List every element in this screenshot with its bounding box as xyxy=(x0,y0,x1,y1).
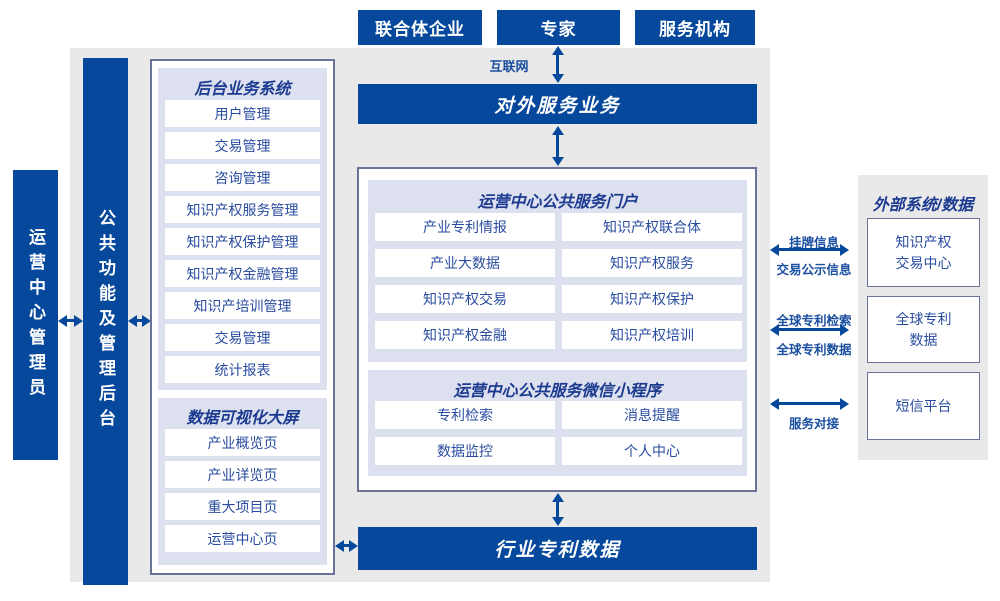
portal-item: 产业大数据 xyxy=(375,249,555,277)
backend-item: 知识产权服务管理 xyxy=(165,196,320,223)
backend-item: 交易管理 xyxy=(165,324,320,351)
top-actor-label: 专家 xyxy=(540,20,577,39)
backend-item-label: 交易管理 xyxy=(214,137,271,154)
arrow-global-patent-data xyxy=(779,328,840,331)
backend-item: 知识产权金融管理 xyxy=(165,260,320,287)
external-systems-title: 外部系统/数据 xyxy=(872,197,974,214)
portal-item: 知识产权金融 xyxy=(375,321,555,349)
backend-item-label: 知识产权服务管理 xyxy=(186,201,299,218)
top-actor-service-agency: 服务机构 xyxy=(635,10,755,45)
operations-admin-label: 运营中心管理员 xyxy=(26,227,45,403)
portal-item-label: 知识产权培训 xyxy=(610,327,694,343)
backend-item: 用户管理 xyxy=(165,100,320,127)
backend-item-label: 交易管理 xyxy=(214,329,271,346)
portal-item: 知识产权交易 xyxy=(375,285,555,313)
arrow-sms-platform xyxy=(779,402,840,405)
portal-item-label: 产业专利情报 xyxy=(423,219,507,235)
industry-patent-bar-label: 行业专利数据 xyxy=(494,540,621,561)
backend-item: 知识产培训管理 xyxy=(165,292,320,319)
backend-item-label: 统计报表 xyxy=(214,361,271,378)
portal-item: 产业专利情报 xyxy=(375,213,555,241)
portal-item: 知识产权保护 xyxy=(562,285,742,313)
arrow-backend-to-panel xyxy=(137,319,142,322)
backend-item-label: 咨询管理 xyxy=(214,169,271,186)
miniprogram-item-label: 消息提醒 xyxy=(624,407,680,423)
backend-item: 咨询管理 xyxy=(165,164,320,191)
external-box-line: 交易中心 xyxy=(895,254,952,271)
arrow-portal-to-industry-data xyxy=(556,502,559,517)
portal-item-label: 知识产权保护 xyxy=(610,291,694,307)
dataviz-item: 运营中心页 xyxy=(165,525,320,552)
label-service-link: 服务对接 xyxy=(788,417,839,431)
portal-item-label: 知识产权服务 xyxy=(610,255,694,271)
miniprogram-item: 个人中心 xyxy=(562,437,742,465)
portal-title: 运营中心公共服务门户 xyxy=(477,194,638,211)
arrow-service-to-portal xyxy=(556,135,559,157)
backend-item-label: 知识产权金融管理 xyxy=(186,265,299,282)
external-box-line: 知识产权 xyxy=(895,234,952,251)
backend-item: 知识产权保护管理 xyxy=(165,228,320,255)
external-service-bar: 对外服务业务 xyxy=(358,84,757,124)
miniprogram-item-label: 个人中心 xyxy=(624,443,680,459)
arrow-ip-trading-center xyxy=(779,248,840,251)
dataviz-item-label: 产业详览页 xyxy=(207,466,278,483)
portal-item: 知识产权培训 xyxy=(562,321,742,349)
miniprogram-item: 消息提醒 xyxy=(562,401,742,429)
arrow-internet-vertical xyxy=(556,55,559,74)
miniprogram-item: 专利检索 xyxy=(375,401,555,429)
portal-item-label: 产业大数据 xyxy=(430,255,500,271)
miniprogram-item: 数据监控 xyxy=(375,437,555,465)
portal-item: 知识产权服务 xyxy=(562,249,742,277)
top-actor-expert: 专家 xyxy=(497,10,620,45)
operations-admin-box: 运营中心管理员 xyxy=(13,170,58,460)
miniprogram-item-label: 专利检索 xyxy=(437,407,493,423)
top-actor-consortium-enterprise: 联合体企业 xyxy=(358,10,482,45)
backend-item: 交易管理 xyxy=(165,132,320,159)
external-box-sms-platform: 短信平台 xyxy=(867,372,980,440)
label-listing-info: 挂牌信息 xyxy=(788,236,839,250)
backend-system-title: 后台业务系统 xyxy=(194,81,291,98)
dataviz-item-label: 产业概览页 xyxy=(207,434,278,451)
backend-item-label: 知识产培训管理 xyxy=(193,297,292,314)
portal-item-label: 知识产权金融 xyxy=(423,327,507,343)
backend-item-label: 用户管理 xyxy=(214,105,271,122)
arrow-dataviz-to-industry-data xyxy=(344,544,349,547)
label-global-patent-search: 全球专利检索 xyxy=(776,314,852,328)
external-box-line: 短信平台 xyxy=(895,397,952,414)
label-transaction-publicity: 交易公示信息 xyxy=(776,263,852,277)
dataviz-item: 产业详览页 xyxy=(165,461,320,488)
portal-item-label: 知识产权联合体 xyxy=(603,219,701,235)
industry-patent-bar: 行业专利数据 xyxy=(358,527,757,570)
arrow-admin-to-backend xyxy=(67,319,74,322)
external-box-line: 全球专利 xyxy=(895,311,952,328)
backend-item: 统计报表 xyxy=(165,356,320,383)
backend-function-label: 公共功能及管理后台 xyxy=(96,209,115,434)
external-service-bar-label: 对外服务业务 xyxy=(494,95,621,117)
dataviz-item: 产业概览页 xyxy=(165,429,320,456)
portal-item-label: 知识产权交易 xyxy=(423,291,507,307)
internet-label: 互联网 xyxy=(489,59,529,74)
backend-item-label: 知识产权保护管理 xyxy=(186,233,299,250)
backend-function-bar: 公共功能及管理后台 xyxy=(83,58,128,585)
top-actor-label: 联合体企业 xyxy=(375,20,465,39)
label-global-patent-data: 全球专利数据 xyxy=(776,343,852,357)
portal-item: 知识产权联合体 xyxy=(562,213,742,241)
external-box-line: 数据 xyxy=(909,331,938,348)
dataviz-item: 重大项目页 xyxy=(165,493,320,520)
dataviz-title: 数据可视化大屏 xyxy=(186,410,299,427)
top-actor-label: 服务机构 xyxy=(659,20,731,39)
dataviz-item-label: 运营中心页 xyxy=(207,530,278,547)
miniprogram-item-label: 数据监控 xyxy=(437,443,493,459)
external-box-ip-trading-center: 知识产权 交易中心 xyxy=(867,218,980,287)
miniprogram-title: 运营中心公共服务微信小程序 xyxy=(453,383,662,400)
dataviz-item-label: 重大项目页 xyxy=(207,498,278,515)
external-box-global-patent-data: 全球专利 数据 xyxy=(867,296,980,363)
